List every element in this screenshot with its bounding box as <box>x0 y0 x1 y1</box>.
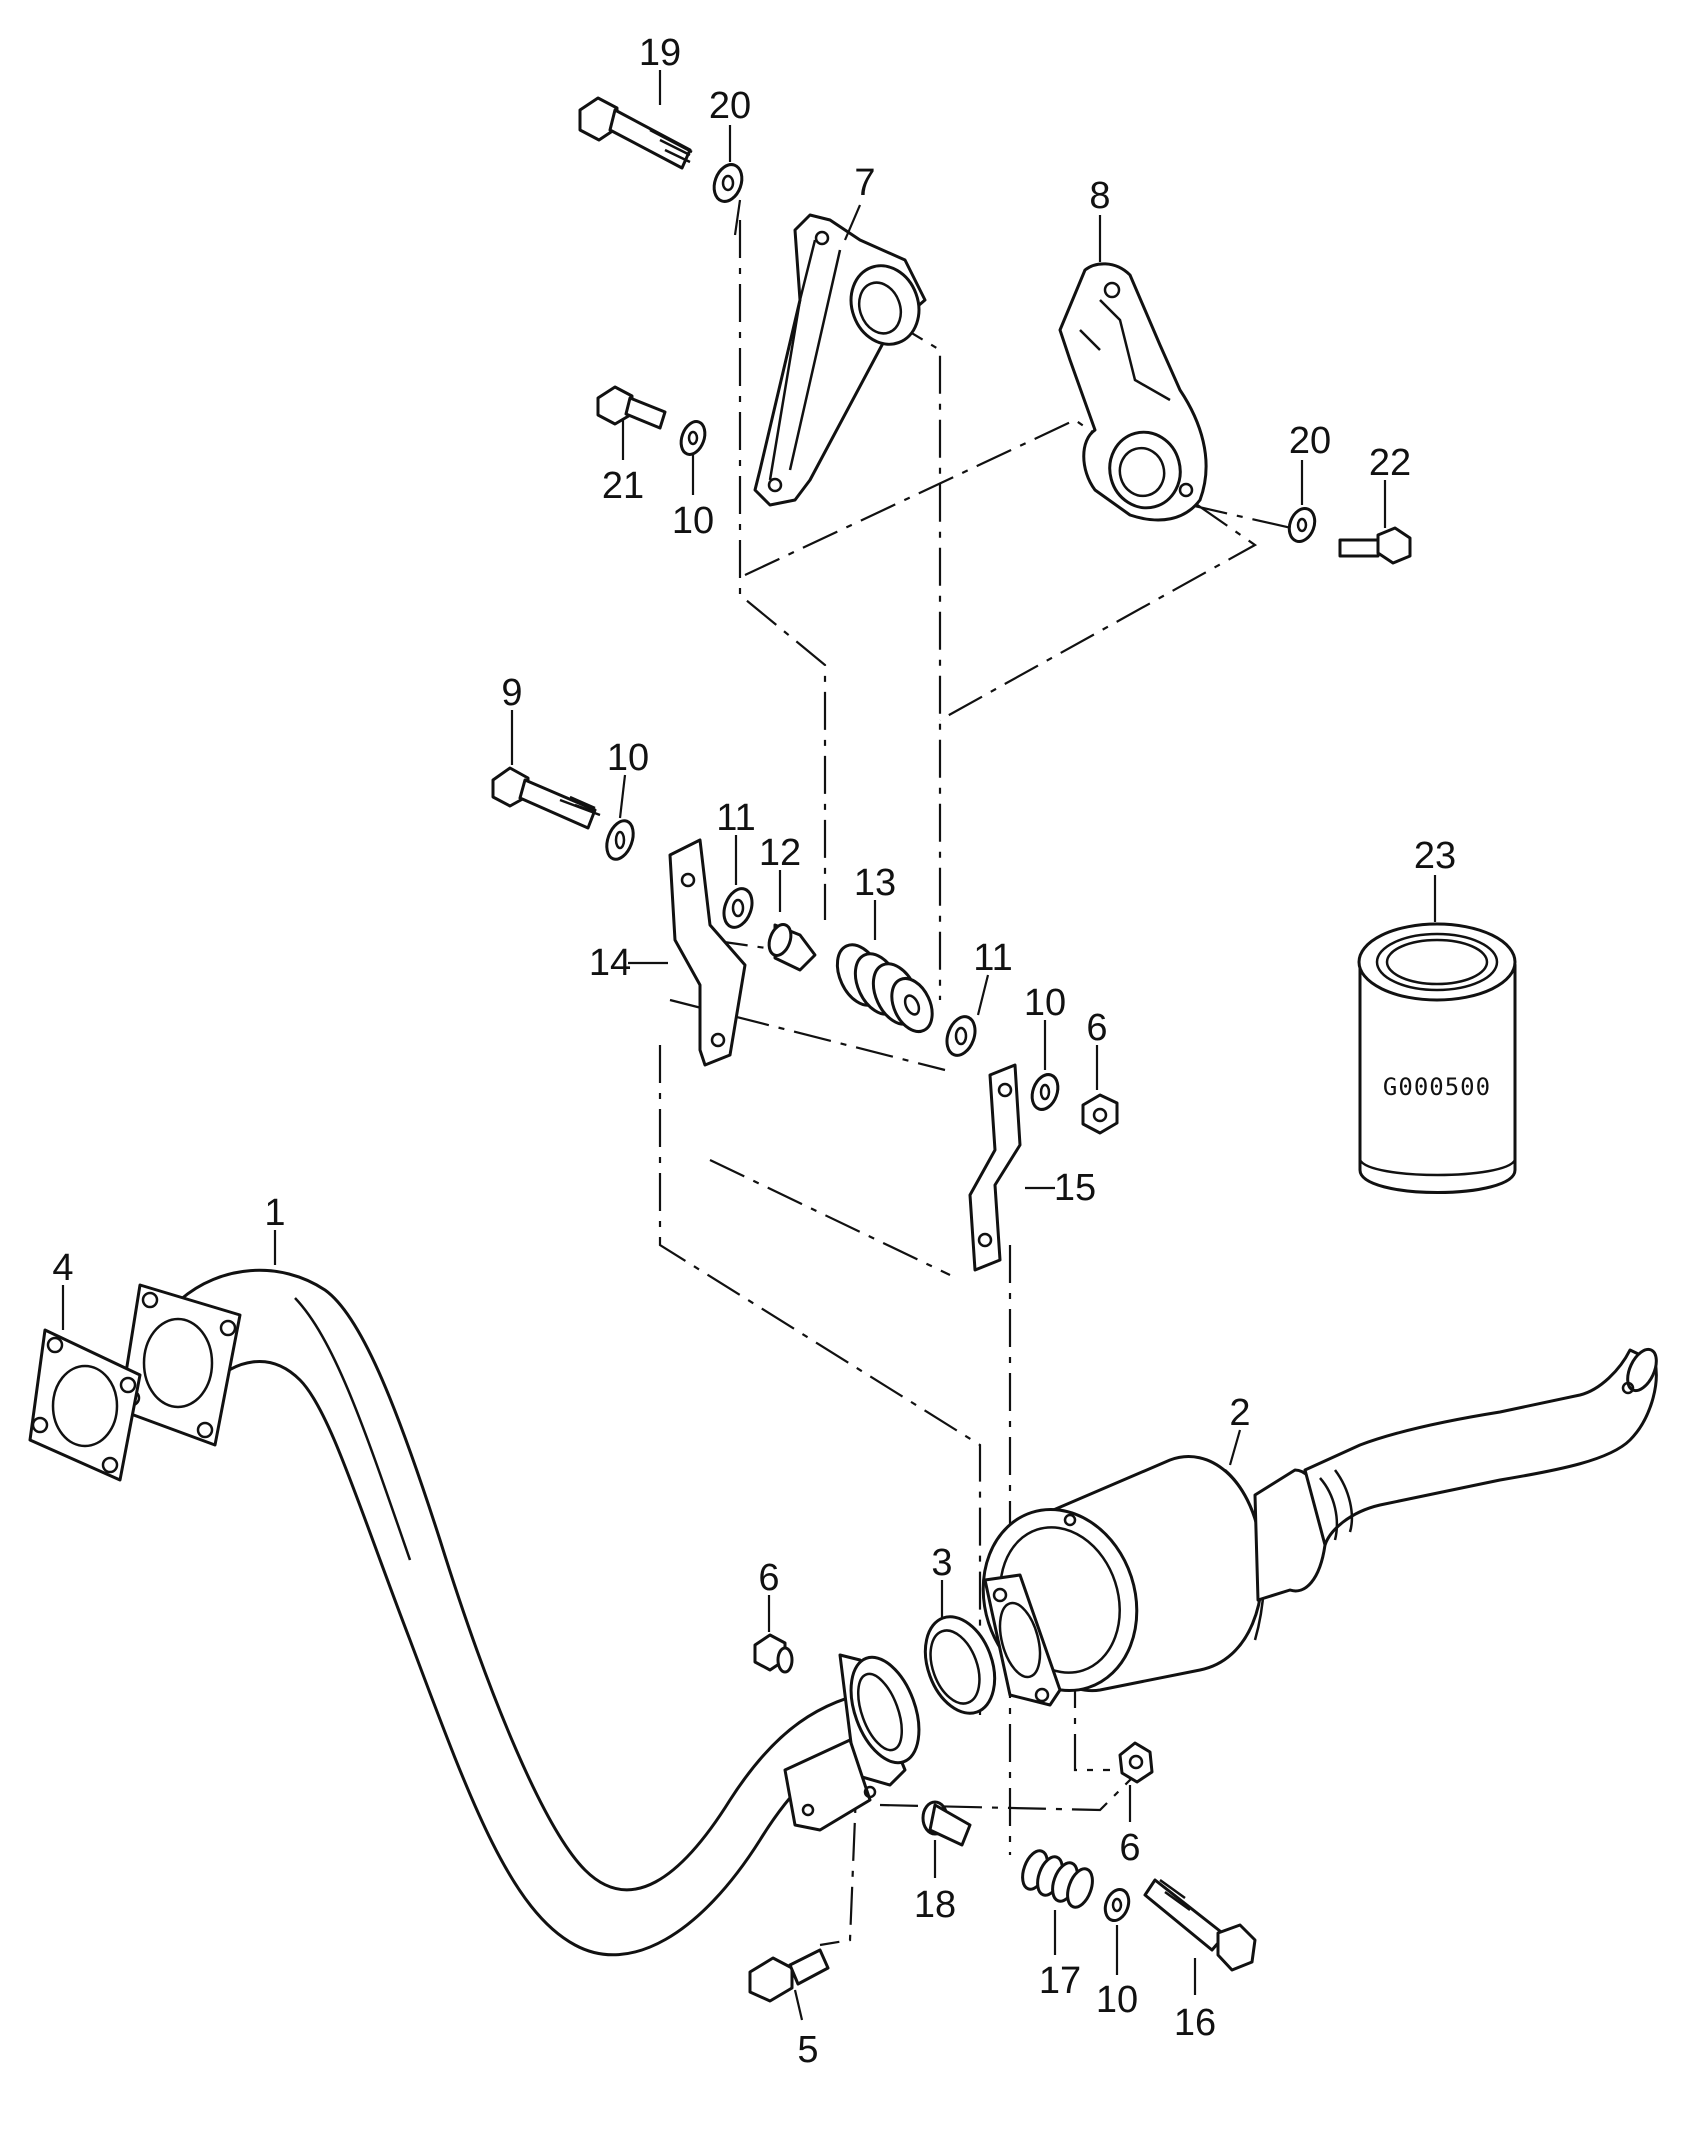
callout-8: 8 <box>1089 175 1110 217</box>
callout-17: 17 <box>1039 1960 1081 2002</box>
strap-bracket-14 <box>668 838 747 1067</box>
converter-flange <box>983 1573 1062 1707</box>
washer-11-b <box>945 1015 977 1057</box>
callout-6-upper: 6 <box>1086 1007 1107 1049</box>
front-exhaust-pipe <box>178 1268 892 1957</box>
callout-3: 3 <box>931 1542 952 1584</box>
badge-code: G000500 <box>1383 1073 1491 1101</box>
callout-10-a: 10 <box>607 737 649 779</box>
callout-4: 4 <box>52 1247 73 1289</box>
strap-bracket-15 <box>968 1063 1022 1272</box>
nut-6-upper <box>1081 1093 1119 1135</box>
nut-6-lower-right <box>1118 1741 1154 1784</box>
bolt-5 <box>748 1948 830 2003</box>
callout-7: 7 <box>854 162 875 204</box>
washer-11-a <box>722 887 754 929</box>
callout-2: 2 <box>1229 1392 1250 1434</box>
pipe-gasket <box>28 1328 142 1482</box>
callout-15: 15 <box>1054 1167 1096 1209</box>
spring-17 <box>1021 1849 1094 1909</box>
callout-9: 9 <box>501 672 522 714</box>
pipe-inlet-flange <box>118 1283 242 1447</box>
callout-23: 23 <box>1414 835 1456 877</box>
callout-20-b: 20 <box>1289 420 1331 462</box>
washer-10-c <box>679 420 707 456</box>
callout-12: 12 <box>759 832 801 874</box>
washer-10-b <box>1030 1073 1060 1111</box>
callout-10-d: 10 <box>1096 1979 1138 2021</box>
bolt-9 <box>491 766 601 830</box>
bolt-22 <box>1338 526 1412 565</box>
callout-22: 22 <box>1369 442 1411 484</box>
washer-20-a <box>712 163 744 203</box>
callout-13: 13 <box>854 862 896 904</box>
callout-21: 21 <box>602 465 644 507</box>
seal-ring <box>923 1615 997 1715</box>
callout-18: 18 <box>914 1884 956 1926</box>
callout-6-lower-right: 6 <box>1119 1827 1140 1869</box>
callout-10-b: 10 <box>1024 982 1066 1024</box>
callout-10-c: 10 <box>672 500 714 542</box>
washer-20-b <box>1287 507 1317 543</box>
callout-20-a: 20 <box>709 85 751 127</box>
washer-10-d <box>1103 1888 1131 1922</box>
bolt-16 <box>1143 1878 1257 1972</box>
callout-19: 19 <box>639 32 681 74</box>
bolt-19 <box>578 96 693 170</box>
parts-tube-23: G000500 <box>1357 922 1517 1194</box>
callout-16: 16 <box>1174 2002 1216 2044</box>
callout-6-lower-left: 6 <box>758 1557 779 1599</box>
callout-11-a: 11 <box>716 797 755 839</box>
leader-lines <box>61 70 1437 2021</box>
bolt-21 <box>596 385 667 430</box>
callout-5: 5 <box>797 2029 818 2071</box>
callout-1: 1 <box>264 1192 285 1234</box>
bracket-7 <box>753 213 927 507</box>
callout-11-b: 11 <box>973 937 1012 979</box>
bracket-8 <box>1058 262 1208 522</box>
callout-14: 14 <box>589 942 631 984</box>
pipe-rear-flange <box>783 1653 921 1832</box>
catalytic-converter <box>981 1347 1658 1693</box>
rubber-mount-13 <box>835 943 934 1033</box>
stud-18 <box>921 1800 972 1847</box>
sleeve-12 <box>767 923 817 972</box>
washer-10-a <box>605 819 635 861</box>
callouts: 1 2 3 4 5 6 6 6 7 8 9 10 10 10 10 11 11 … <box>52 32 1456 2071</box>
nut-6-lower-left <box>753 1633 794 1674</box>
